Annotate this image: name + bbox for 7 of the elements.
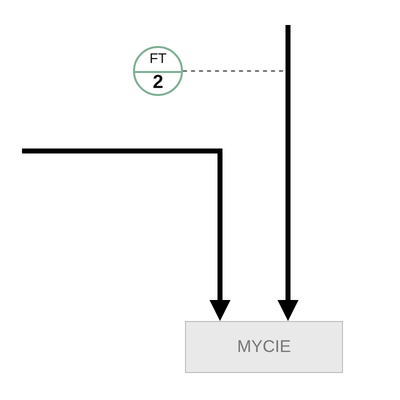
process-box: MYCIE [185,321,343,373]
signal-line [183,70,285,72]
instrument-number: 2 [152,72,164,94]
pipe-arrow [22,148,230,321]
instrument-tag: FT [135,50,181,66]
instrument-bubble [133,46,183,96]
pipe-arrow [278,25,298,321]
